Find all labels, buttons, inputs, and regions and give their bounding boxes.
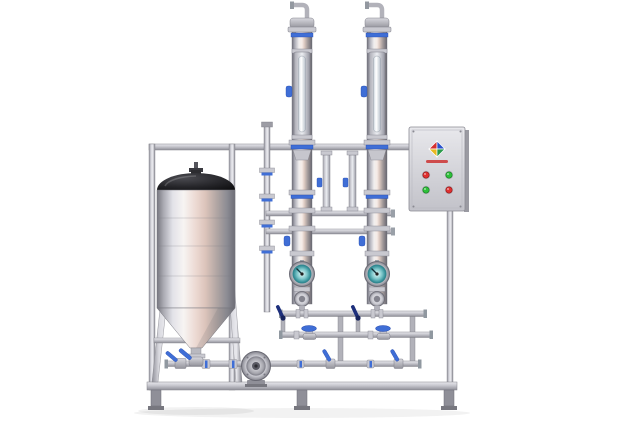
diamond-logo [428,140,446,158]
ball-valve-handle-2 [350,305,361,321]
indicator-lights [421,170,454,195]
mid-piping [259,121,395,313]
vertical-pipe-clamps [259,167,275,254]
bottom-manifolds [275,305,433,364]
rotameter-1 [316,150,333,212]
diaphragm-valve-2 [375,325,391,340]
tank-outlet-valve [178,348,204,367]
frame-foot-right [443,389,455,407]
ball-valve-handle-1 [275,305,286,321]
indicator-light-green-1 [445,171,453,179]
drain-valve-mid [322,349,336,369]
frame-bottom-rail [146,381,458,391]
indicator-light-red-1 [422,171,430,179]
control-panel [408,126,469,212]
feed-tank [151,162,243,383]
indicator-light-red-2 [445,186,453,194]
diaphragm-valve-1 [301,325,317,340]
membrane-column-2 [359,2,391,314]
frame-left-post [148,143,156,391]
tank-dome [157,173,235,190]
feed-pump [241,351,271,387]
tank-cone [156,307,236,349]
bottom-piping [164,348,422,387]
rotameter-2 [342,150,359,212]
manifold-pipe-upper [280,310,426,317]
floor-shadows [134,407,470,418]
drain-valve-left [165,351,187,369]
membrane-column-1 [284,2,316,314]
frame-foot-mid [296,389,308,407]
frame-foot-left [150,389,162,407]
control-panel-box [408,126,466,212]
pipe-clamps [201,359,375,369]
drain-valve-right [390,349,404,369]
vertical-feed-pipe [263,125,271,313]
panel-brand-text [426,160,448,163]
indicator-light-green-2 [422,186,430,194]
tank-body [156,189,236,309]
